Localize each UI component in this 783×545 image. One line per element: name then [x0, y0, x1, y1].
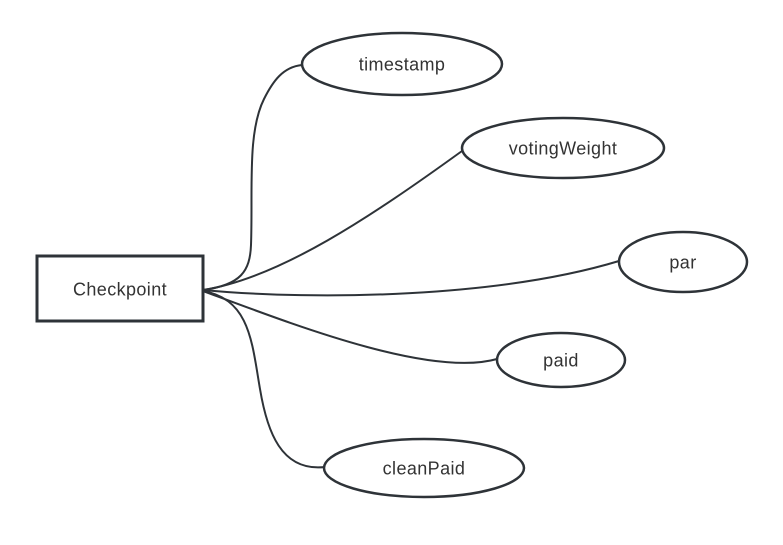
node-timestamp-label: timestamp — [359, 54, 446, 74]
node-par: par — [617, 230, 749, 294]
node-par-ellipse — [617, 230, 749, 294]
node-paid: paid — [495, 331, 627, 389]
edge-checkpoint-timestamp — [202, 64, 303, 291]
node-paid-ellipse — [495, 331, 627, 389]
node-checkpoint-box — [35, 254, 205, 323]
node-timestamp-ellipse — [300, 31, 504, 97]
edge-checkpoint-votingweight — [202, 150, 463, 291]
edge-checkpoint-paid — [202, 290, 498, 364]
node-timestamp: timestamp — [300, 31, 504, 97]
edge-group — [202, 64, 620, 469]
node-checkpoint: Checkpoint — [35, 254, 205, 323]
node-paid-label: paid — [543, 350, 579, 370]
node-cleanpaid-ellipse — [322, 437, 526, 499]
node-votingweight: votingWeight — [460, 116, 666, 180]
node-cleanpaid-label: cleanPaid — [383, 458, 466, 478]
edge-checkpoint-cleanpaid — [202, 290, 326, 469]
edge-checkpoint-par — [202, 260, 620, 297]
node-votingweight-label: votingWeight — [509, 138, 618, 158]
node-votingweight-ellipse — [460, 116, 666, 180]
node-par-label: par — [669, 252, 696, 272]
node-checkpoint-label: Checkpoint — [73, 279, 167, 299]
node-cleanpaid: cleanPaid — [322, 437, 526, 499]
